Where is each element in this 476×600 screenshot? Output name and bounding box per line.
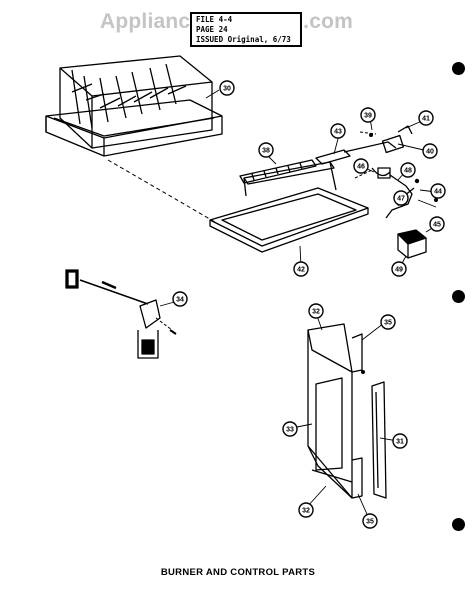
callout-41: 41 (418, 110, 434, 126)
callout-circle (400, 162, 416, 178)
callout-35: 35 (380, 314, 396, 330)
callout-number: 34 (176, 297, 184, 304)
callout-44: 44 (430, 183, 446, 199)
callout-number: 48 (404, 168, 412, 175)
callout-number: 32 (312, 309, 320, 316)
callout-39: 39 (360, 107, 376, 123)
callout-group: 30 38 39 41 43 40 46 48 44 47 45 42 49 34 32 35 33 31 32 35 (172, 80, 446, 529)
callout-33: 33 (282, 421, 298, 437)
callout-42: 42 (293, 261, 309, 277)
callout-number: 35 (366, 519, 374, 526)
stamp-issued-line: ISSUED Original, 6/73 (196, 35, 291, 44)
callout-circle (330, 123, 346, 139)
binder-hole-middle (452, 290, 465, 303)
callout-circle (380, 314, 396, 330)
callout-49: 49 (391, 261, 407, 277)
callout-circle (282, 421, 298, 437)
leader-lines (159, 89, 438, 522)
callout-40: 40 (422, 143, 438, 159)
callout-32: 32 (298, 502, 314, 518)
callout-number: 42 (297, 267, 305, 274)
callout-circle (353, 158, 369, 174)
callout-circle (392, 433, 408, 449)
callout-38: 38 (258, 142, 274, 158)
gas-valve (397, 229, 427, 259)
callout-number: 49 (395, 267, 403, 274)
callout-circle (360, 107, 376, 123)
callout-circle (308, 303, 324, 319)
binder-hole-top (452, 62, 465, 75)
revision-stamp: FILE 4-4 PAGE 24 ISSUED Original, 6/73 (190, 12, 302, 47)
callout-circle (422, 143, 438, 159)
callout-32: 32 (308, 303, 324, 319)
callout-circle (258, 142, 274, 158)
callout-number: 38 (262, 148, 270, 155)
callout-number: 40 (426, 149, 434, 156)
burner-tray (209, 161, 369, 253)
callout-number: 46 (357, 164, 365, 171)
callout-35: 35 (362, 513, 378, 529)
callout-46: 46 (353, 158, 369, 174)
access-panel-assembly (307, 323, 387, 499)
callout-number: 32 (302, 508, 310, 515)
control-assembly (65, 269, 177, 359)
callout-number: 43 (334, 129, 342, 136)
callout-number: 44 (434, 189, 442, 196)
callout-circle (391, 261, 407, 277)
callout-number: 41 (422, 116, 430, 123)
callout-circle (430, 183, 446, 199)
diagram-caption: BURNER AND CONTROL PARTS (160, 567, 316, 578)
callout-number: 33 (286, 427, 294, 434)
callout-number: 47 (397, 196, 405, 203)
callout-circle (293, 261, 309, 277)
callout-48: 48 (400, 162, 416, 178)
callout-circle (362, 513, 378, 529)
callout-circle (219, 80, 235, 96)
callout-number: 45 (433, 222, 441, 229)
callout-31: 31 (392, 433, 408, 449)
callout-circle (429, 216, 445, 232)
heat-exchanger-assembly (45, 55, 223, 157)
burner-tube (239, 159, 317, 184)
callout-45: 45 (429, 216, 445, 232)
stamp-file-line: FILE 4-4 (196, 15, 233, 24)
callout-number: 35 (384, 320, 392, 327)
stamp-page-line: PAGE 24 (196, 25, 228, 34)
callout-circle (172, 291, 188, 307)
callout-circle (418, 110, 434, 126)
callout-30: 30 (219, 80, 235, 96)
callout-47: 47 (393, 190, 409, 206)
callout-43: 43 (330, 123, 346, 139)
binder-hole-bottom (452, 518, 465, 531)
callout-number: 30 (223, 86, 231, 93)
callout-number: 39 (364, 113, 372, 120)
callout-circle (393, 190, 409, 206)
callout-34: 34 (172, 291, 188, 307)
callout-circle (298, 502, 314, 518)
hardware-fasteners (361, 133, 438, 374)
callout-number: 31 (396, 439, 404, 446)
